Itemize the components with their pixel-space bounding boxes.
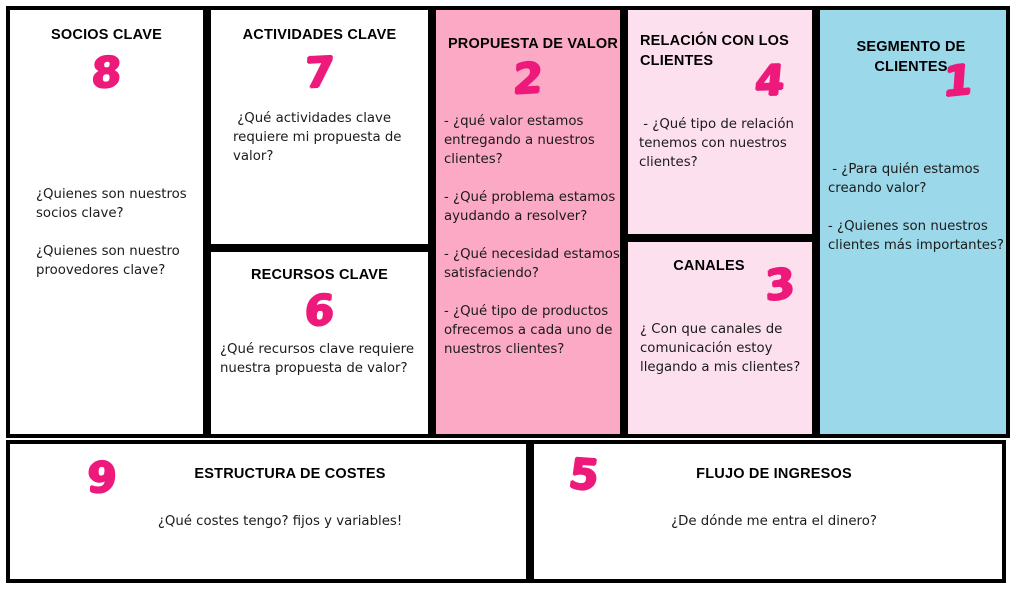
- block-value-proposition[interactable]: PROPUESTA DE VALOR 2 - ¿qué valor estamo…: [432, 6, 624, 438]
- block-revenue-streams[interactable]: 5 FLUJO DE INGRESOS ¿De dónde me entra e…: [530, 440, 1006, 583]
- key-activities-number: 7: [303, 47, 336, 98]
- key-activities-title: ACTIVIDADES CLAVE: [242, 27, 397, 43]
- channels-number: 3: [764, 258, 796, 311]
- block-key-activities[interactable]: ACTIVIDADES CLAVE 7 ¿Qué actividades cla…: [207, 6, 432, 248]
- customer-relationships-title: RELACIÓN CON LOS CLIENTES: [640, 33, 790, 69]
- value-proposition-text: - ¿qué valor estamos entregando a nuestr…: [444, 114, 620, 357]
- customer-relationships-text: - ¿Qué tipo de relación tenemos con nues…: [639, 117, 799, 170]
- customer-relationships-number: 4: [753, 55, 787, 106]
- channels-text: ¿ Con que canales de comunicación estoy …: [640, 322, 801, 375]
- block-customer-segments[interactable]: SEGMENTO DE CLIENTES 1 - ¿Para quién est…: [816, 6, 1010, 438]
- value-proposition-title: PROPUESTA DE VALOR: [447, 36, 619, 52]
- key-resources-number: 6: [303, 285, 336, 336]
- channels-title: CANALES: [673, 258, 745, 274]
- block-cost-structure[interactable]: 9 ESTRUCTURA DE COSTES ¿Qué costes tengo…: [6, 440, 530, 583]
- block-customer-relationships[interactable]: RELACIÓN CON LOS CLIENTES 4 - ¿Qué tipo …: [624, 6, 816, 238]
- value-proposition-number: 2: [512, 53, 544, 104]
- cost-structure-text: ¿Qué costes tengo? fijos y variables!: [157, 514, 403, 529]
- revenue-streams-text: ¿De dónde me entra el dinero?: [671, 514, 877, 529]
- key-activities-text: ¿Qué actividades clave requiere mi propu…: [233, 111, 406, 164]
- customer-segments-text: - ¿Para quién estamos creando valor? - ¿…: [828, 162, 1004, 253]
- key-partners-number: 8: [90, 47, 123, 98]
- customer-segments-number: 1: [941, 54, 975, 107]
- key-partners-text: ¿Quienes son nuestros socios clave? ¿Qui…: [36, 187, 187, 278]
- block-channels[interactable]: CANALES 3 ¿ Con que canales de comunicac…: [624, 238, 816, 438]
- customer-segments-title: SEGMENTO DE CLIENTES: [856, 39, 966, 75]
- cost-structure-title: ESTRUCTURA DE COSTES: [194, 466, 386, 482]
- block-key-resources[interactable]: RECURSOS CLAVE 6 ¿Qué recursos clave req…: [207, 248, 432, 438]
- key-resources-title: RECURSOS CLAVE: [250, 267, 389, 283]
- key-partners-title: SOCIOS CLAVE: [51, 27, 162, 43]
- block-key-partners[interactable]: SOCIOS CLAVE 8 ¿Quienes son nuestros soc…: [6, 6, 207, 438]
- revenue-streams-title: FLUJO DE INGRESOS: [696, 466, 852, 482]
- key-resources-text: ¿Qué recursos clave requiere nuestra pro…: [220, 342, 419, 376]
